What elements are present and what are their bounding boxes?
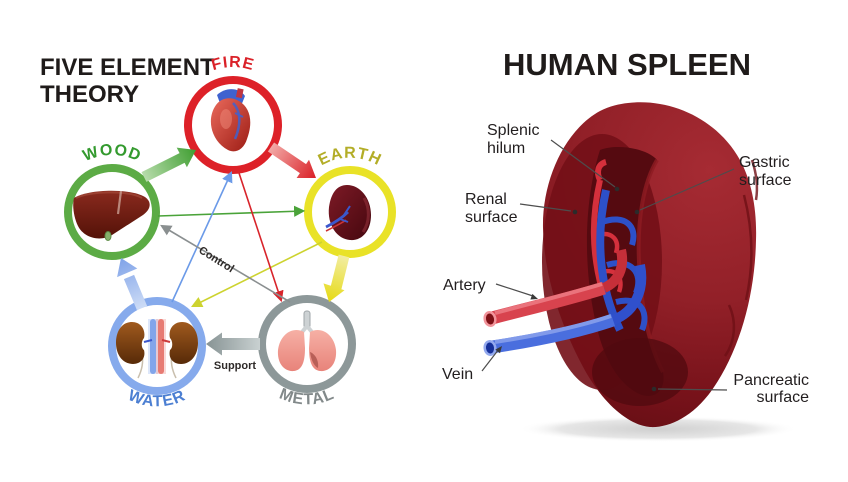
gastric-surface-label-line1: Gastric bbox=[739, 154, 790, 171]
pancreatic-surface-label-line1: Pancreatic bbox=[733, 372, 809, 389]
control-arrow-fire-to-metal bbox=[237, 169, 284, 303]
leader-artery bbox=[495, 283, 538, 300]
control-arrow-wood-to-earth bbox=[157, 205, 306, 217]
leader-splenic-hilum bbox=[550, 139, 620, 192]
leader-gastric-surface bbox=[634, 168, 735, 215]
leader-renal-surface bbox=[519, 203, 578, 215]
kidneys-icon bbox=[116, 319, 198, 379]
spleen-icon bbox=[325, 185, 371, 241]
splenic-hilum-label-line2: hilum bbox=[487, 140, 525, 157]
splenic-hilum-label-line1: Splenic bbox=[487, 122, 539, 139]
water-label: WATER bbox=[126, 387, 189, 410]
five-element-diagram: FIVE ELEMENT THEORY bbox=[40, 54, 396, 411]
control-arrows bbox=[157, 169, 323, 308]
leader-vein bbox=[481, 346, 502, 372]
liver-icon bbox=[73, 190, 150, 241]
left-title-line2: THEORY bbox=[40, 81, 139, 108]
support-label: Support bbox=[214, 360, 256, 372]
control-arrow-earth-to-water bbox=[190, 241, 323, 308]
gastric-surface-ridges bbox=[723, 159, 759, 357]
splenic-artery bbox=[483, 248, 627, 327]
control-arrow-metal-to-wood bbox=[160, 224, 291, 303]
earth-label: EARTH bbox=[316, 145, 385, 169]
renal-surface-label-line2: surface bbox=[465, 209, 518, 226]
gastric-surface-label-line2: surface bbox=[739, 172, 792, 189]
right-title: HUMAN SPLEEN bbox=[503, 47, 751, 82]
leader-lines bbox=[481, 139, 735, 392]
support-arrows bbox=[117, 142, 350, 356]
fire-label: FIRE bbox=[210, 54, 256, 74]
metal-label: METAL bbox=[277, 386, 337, 409]
support-arrow-fire-to-earth bbox=[267, 142, 316, 178]
left-title-line1: FIVE ELEMENT bbox=[40, 54, 215, 81]
heart-icon bbox=[210, 88, 251, 152]
vein-label: Vein bbox=[442, 366, 473, 383]
spleen-shadow bbox=[518, 416, 798, 442]
anatomy-labels: Splenic hilum Renal surface Gastric surf… bbox=[442, 122, 809, 406]
pancreatic-surface-shade bbox=[592, 338, 688, 406]
artery-label: Artery bbox=[443, 277, 486, 294]
splenic-vein bbox=[483, 264, 647, 356]
support-arrow-metal-to-water bbox=[206, 332, 260, 356]
leader-pancreatic-surface bbox=[651, 386, 728, 392]
support-arrow-water-to-wood bbox=[117, 258, 148, 311]
control-arrow-water-to-fire bbox=[171, 170, 233, 303]
support-arrow-wood-to-fire bbox=[141, 147, 196, 182]
wood-label: WOOD bbox=[81, 142, 144, 165]
human-spleen-diagram: HUMAN SPLEEN bbox=[442, 47, 809, 442]
renal-surface-label-line1: Renal bbox=[465, 191, 507, 208]
lungs-icon bbox=[277, 310, 337, 372]
pancreatic-surface-label-line2: surface bbox=[757, 389, 810, 406]
support-arrow-earth-to-metal bbox=[323, 254, 350, 302]
control-label: Control bbox=[196, 244, 236, 275]
